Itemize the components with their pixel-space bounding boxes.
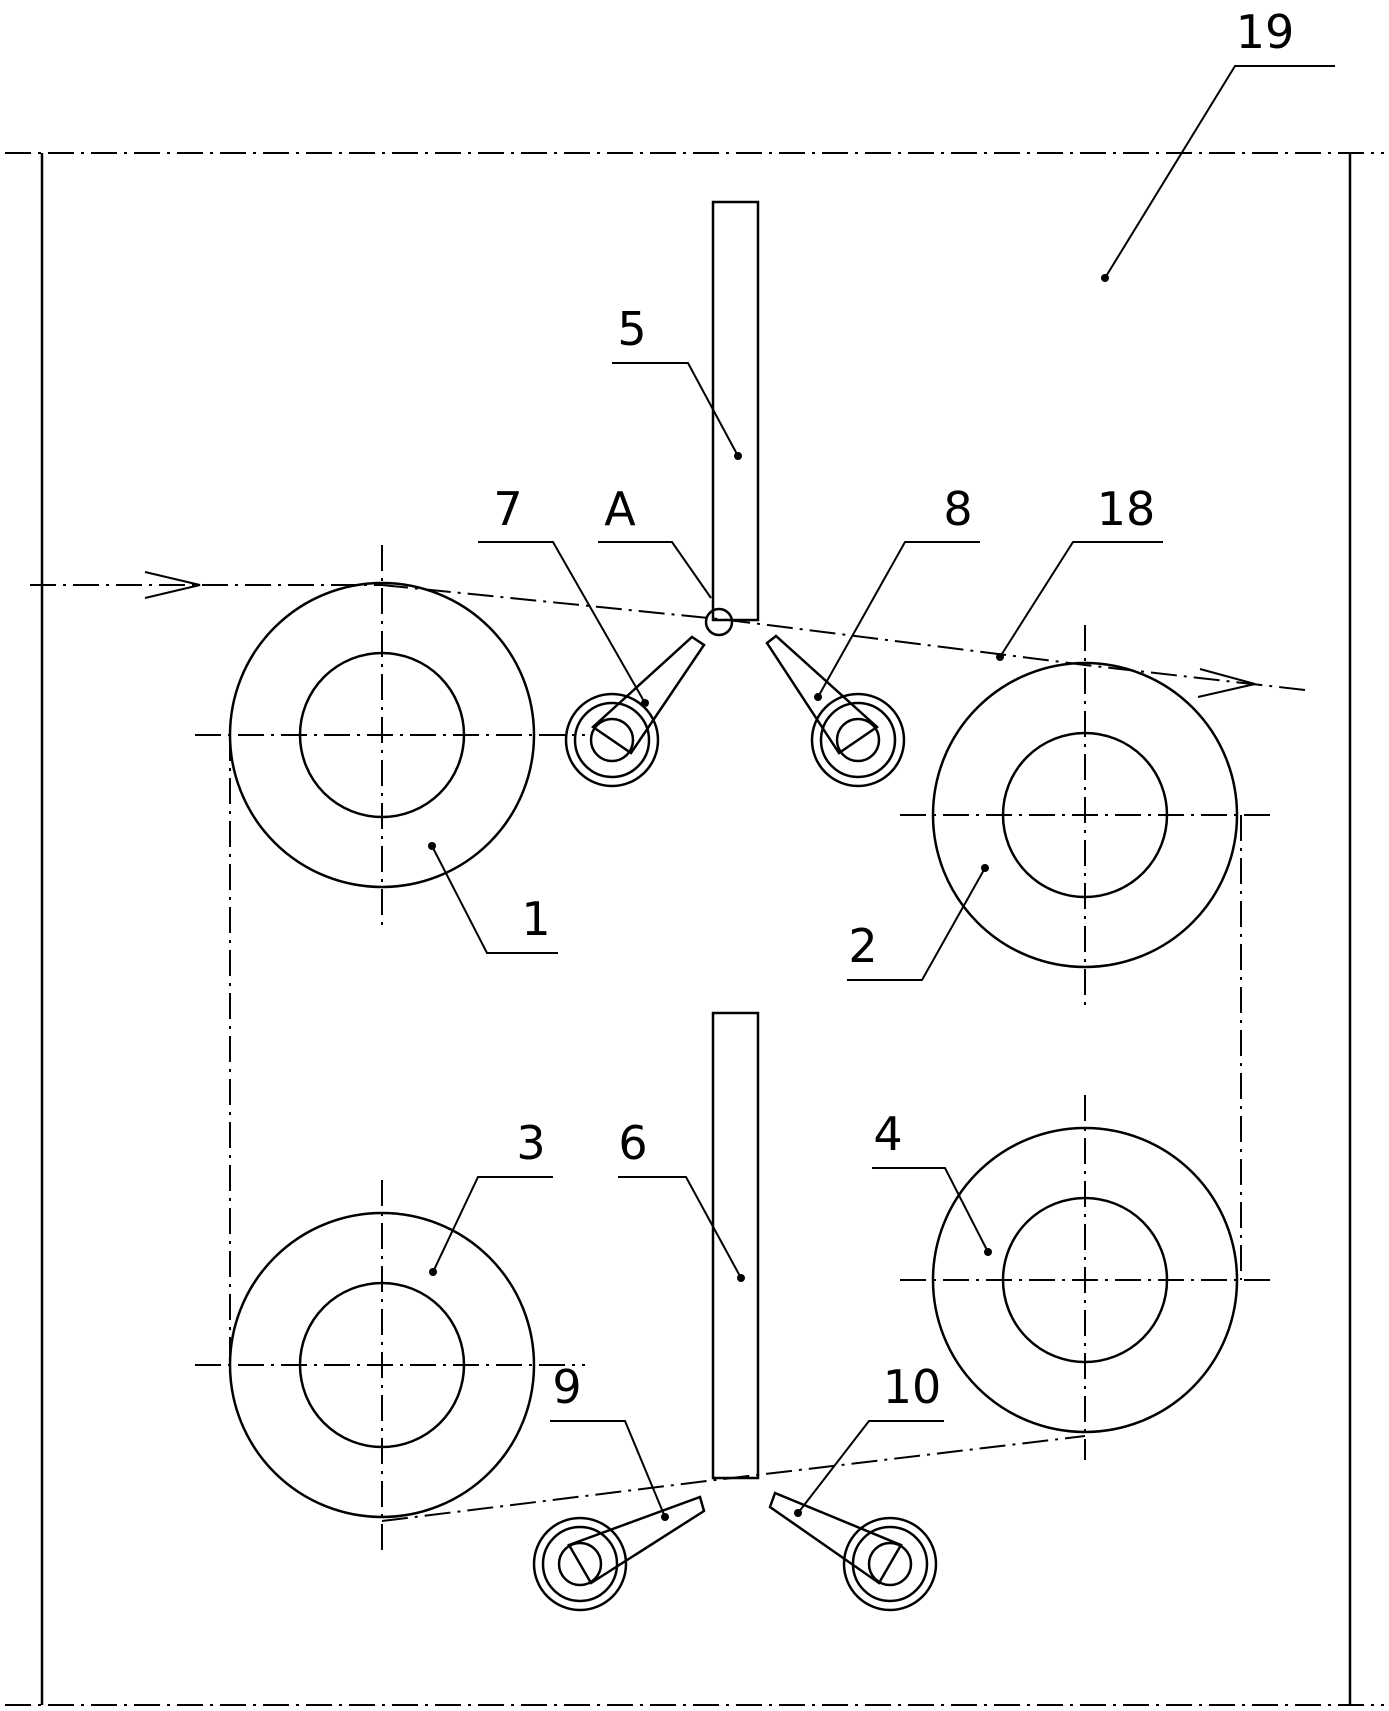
leader-a — [598, 541, 712, 599]
leader-1 — [431, 845, 558, 954]
leader-6-dot — [737, 1274, 745, 1282]
leader-3 — [432, 1176, 553, 1273]
leader-8 — [817, 541, 980, 698]
cam-10 — [768, 1491, 938, 1612]
label-1: 1 — [521, 892, 550, 946]
cam-7-ring-mid — [573, 701, 651, 779]
leader-18-dot — [996, 653, 1004, 661]
cam-10-arm — [768, 1491, 903, 1585]
label-8: 8 — [943, 482, 972, 536]
cam-8 — [765, 634, 906, 788]
leader-7 — [478, 541, 646, 704]
incoming-arrow-head — [144, 571, 201, 599]
leader-6 — [618, 1176, 742, 1279]
leader-4-dot — [984, 1248, 992, 1256]
leader-lines — [428, 65, 1335, 1521]
label-18: 18 — [1097, 482, 1156, 536]
leader-5-dot — [734, 452, 742, 460]
cam-8-ring-mid — [819, 701, 897, 779]
frame — [5, 152, 1384, 1706]
leader-2 — [847, 867, 986, 981]
cam-9-ring-mid — [541, 1525, 619, 1603]
cam-7 — [564, 635, 706, 788]
label-10: 10 — [883, 1360, 942, 1414]
cam-7-arm — [590, 635, 706, 755]
label-6: 6 — [618, 1116, 647, 1170]
leader-10 — [797, 1420, 944, 1514]
point-a-marker — [704, 607, 734, 637]
cam-9-arm — [567, 1495, 706, 1585]
leader-5 — [612, 362, 739, 457]
label-7: 7 — [493, 482, 522, 536]
blade-6-body — [711, 1011, 760, 1480]
cam-9-hub — [557, 1541, 603, 1587]
leader-4 — [872, 1167, 989, 1253]
label-4: 4 — [873, 1107, 902, 1161]
cam-8-hub — [835, 717, 881, 763]
lower-film-path — [229, 735, 1242, 1522]
film-lower-segment — [381, 1435, 1086, 1522]
blade-5 — [704, 200, 760, 637]
cam-10-hub — [867, 1541, 913, 1587]
label-5: 5 — [617, 302, 646, 356]
roller-2 — [900, 625, 1275, 1005]
upper-film-path — [30, 571, 1306, 698]
cam-8-arm — [765, 634, 880, 755]
film-upper-segment — [381, 584, 1306, 691]
leader-7-dot — [641, 699, 649, 707]
cam-7-ring-outer — [564, 692, 660, 788]
leader-9-dot — [661, 1513, 669, 1521]
leader-10-dot — [794, 1509, 802, 1517]
label-3: 3 — [516, 1116, 545, 1170]
cam-9-ring-outer — [532, 1516, 628, 1612]
leader-2-dot — [981, 864, 989, 872]
blade-5-body — [711, 200, 760, 622]
label-9: 9 — [552, 1360, 581, 1414]
roller-1 — [195, 545, 585, 925]
label-19: 19 — [1236, 5, 1295, 59]
leader-9 — [550, 1420, 666, 1518]
leader-3-dot — [429, 1268, 437, 1276]
leader-19-dot — [1101, 274, 1109, 282]
leader-19 — [1104, 65, 1335, 279]
blade-6 — [711, 1011, 760, 1480]
label-a: A — [604, 482, 636, 536]
cam-9 — [532, 1495, 706, 1612]
leader-18 — [999, 541, 1163, 658]
roller-3 — [195, 1180, 585, 1555]
reference-labels: 19 5 7 A 8 18 1 2 3 6 4 9 10 — [493, 5, 1294, 1414]
cam-10-ring-outer — [842, 1516, 938, 1612]
cam-8-ring-outer — [810, 692, 906, 788]
label-2: 2 — [848, 919, 877, 973]
leader-8-dot — [814, 693, 822, 701]
outgoing-arrow-head — [1197, 668, 1256, 698]
leader-1-dot — [428, 842, 436, 850]
roller-4 — [900, 1095, 1275, 1460]
cam-7-hub — [589, 717, 635, 763]
